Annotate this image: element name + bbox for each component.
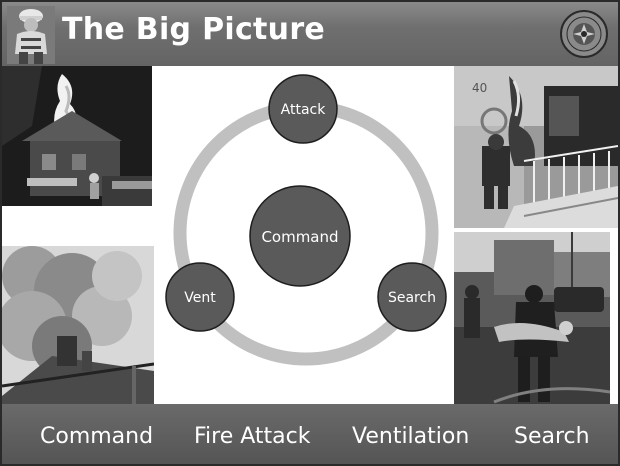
command-node: Command: [249, 185, 351, 287]
search-node-label: Search: [388, 290, 436, 306]
photo-smoke-roof: [2, 246, 154, 406]
page-title: The Big Picture: [62, 12, 326, 47]
footer-item-search: Search: [514, 424, 590, 449]
association-seal-icon: [560, 10, 608, 58]
vent-node: Vent: [165, 262, 235, 332]
operations-cycle-diagram: Command Attack Search Vent: [165, 74, 447, 366]
header-bar: The Big Picture: [2, 2, 618, 66]
footer-item-command: Command: [40, 424, 154, 449]
command-node-label: Command: [261, 228, 338, 246]
attack-node-label: Attack: [281, 102, 327, 118]
attack-node: Attack: [268, 74, 338, 144]
photo-rescue-street: [454, 232, 610, 404]
footer-item-ventilation: Ventilation: [352, 424, 470, 449]
vent-node-label: Vent: [184, 290, 216, 306]
search-node: Search: [377, 262, 447, 332]
footer-bar: Command Fire Attack Ventilation Search: [2, 404, 618, 464]
footer-item-fire-attack: Fire Attack: [194, 424, 311, 449]
photo-firefighter-porch: 40: [454, 66, 618, 228]
firefighter-logo-icon: [7, 6, 55, 64]
photo-house-fire-night: [2, 66, 152, 206]
svg-text:40: 40: [472, 81, 487, 95]
